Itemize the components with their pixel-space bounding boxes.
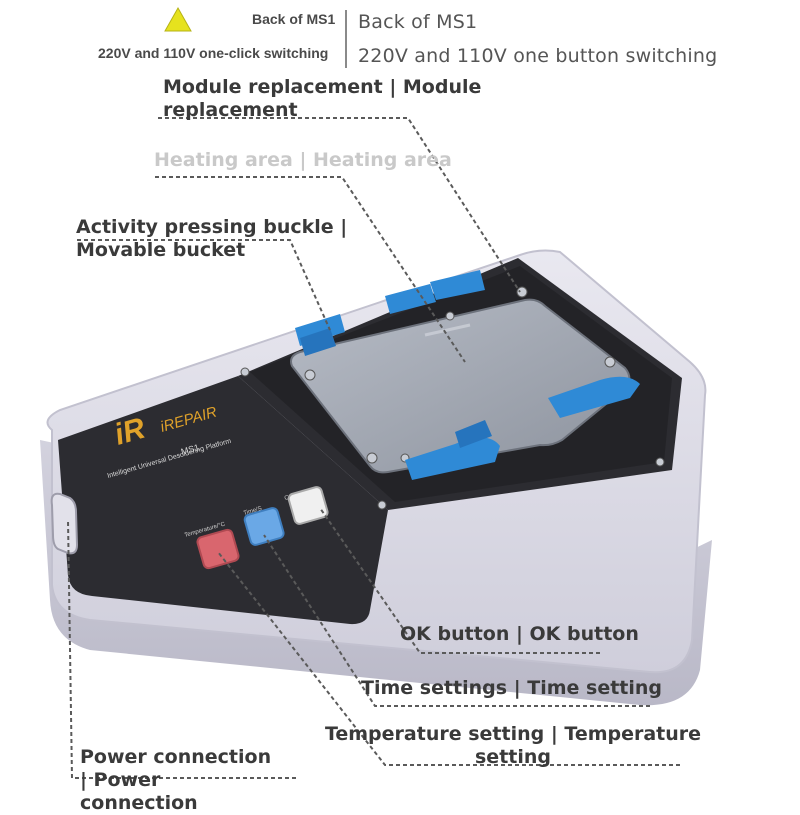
movable-clips [295, 270, 640, 480]
header-left-line2: 220V and 110V one-click switching [98, 45, 329, 61]
callout-heating-area: Heating area | Heating area [154, 149, 452, 171]
callout-temperature-setting: Temperature setting | Temperature settin… [324, 723, 702, 768]
control-panel [58, 376, 388, 625]
power-port [50, 492, 79, 555]
callout-movable-buckle: Activity pressing buckle | Movable bucke… [76, 216, 348, 261]
header-right-line1: Back of MS1 [358, 11, 478, 33]
callout-power-connection: Power connection | Power connection [80, 746, 272, 814]
header-divider [345, 10, 347, 68]
callout-module-replacement: Module replacement | Module replacement [163, 76, 482, 121]
device-temperature-button [196, 528, 240, 570]
heating-plate [290, 298, 631, 474]
device-ok-button [287, 486, 329, 525]
warning-icon [164, 6, 192, 32]
svg-text:MS1: MS1 [180, 442, 201, 457]
header-right-line2: 220V and 110V one button switching [358, 45, 718, 67]
header-left-line1: Back of MS1 [252, 11, 336, 27]
callout-time-setting: Time settings | Time setting [361, 677, 663, 699]
callout-ok-button: OK button | OK button [400, 623, 639, 645]
svg-text:Time/S: Time/S [243, 506, 263, 517]
